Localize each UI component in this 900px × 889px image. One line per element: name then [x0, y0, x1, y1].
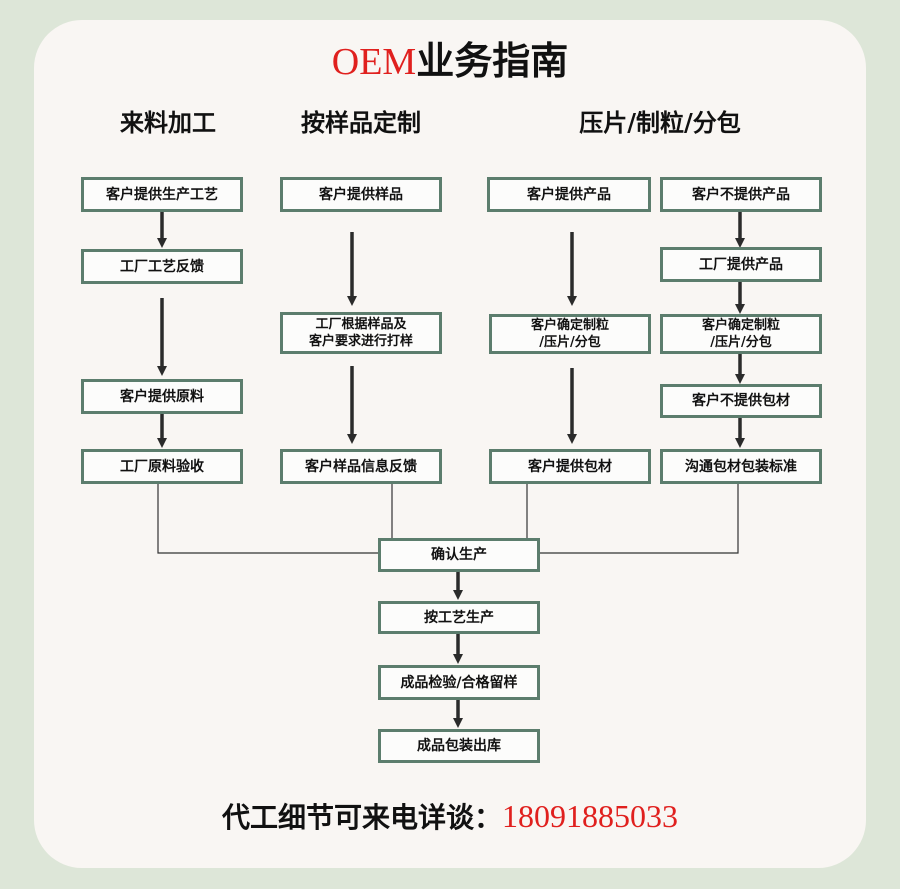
title-accent: OEM — [331, 41, 417, 83]
column-header-tablet-granule-pack: 压片/制粒/分包 — [579, 108, 741, 137]
page-title: OEM业务指南 — [0, 38, 900, 85]
box-factory-process-feedback: 工厂工艺反馈 — [81, 249, 243, 284]
box-customer-confirm-form: 客户确定制粒 /压片/分包 — [489, 314, 651, 354]
box-customer-provide-packaging: 客户提供包材 — [489, 449, 651, 484]
box-confirm-production: 确认生产 — [378, 538, 540, 572]
merge-line-col4 — [539, 484, 739, 554]
box-factory-material-check: 工厂原料验收 — [81, 449, 243, 484]
box-process-production: 按工艺生产 — [378, 601, 540, 634]
title-main: 业务指南 — [416, 38, 569, 83]
box-customer-provide-material: 客户提供原料 — [81, 379, 243, 414]
footer-contact: 代工细节可来电详谈：18091885033 — [0, 796, 900, 838]
box-customer-sample-feedback: 客户样品信息反馈 — [280, 449, 442, 484]
box-inspection-sampling: 成品检验/合格留样 — [378, 665, 540, 700]
box-customer-provide-sample: 客户提供样品 — [280, 177, 442, 212]
box-customer-confirm-form-2: 客户确定制粒 /压片/分包 — [660, 314, 822, 354]
footer-label: 代工细节可来电详谈： — [221, 801, 502, 834]
box-factory-provide-product: 工厂提供产品 — [660, 247, 822, 282]
box-factory-sample-making: 工厂根据样品及 客户要求进行打样 — [280, 312, 442, 354]
column-header-sample-custom: 按样品定制 — [301, 108, 421, 137]
footer-phone: 18091885033 — [502, 798, 678, 834]
column-header-material-processing: 来料加工 — [120, 108, 216, 137]
box-customer-provide-process: 客户提供生产工艺 — [81, 177, 243, 212]
box-customer-provide-product: 客户提供产品 — [487, 177, 651, 212]
box-packaging-standard: 沟通包材包装标准 — [660, 449, 822, 484]
box-customer-no-packaging: 客户不提供包材 — [660, 384, 822, 418]
box-packing-warehouse-out: 成品包装出库 — [378, 729, 540, 763]
merge-line-col1 — [157, 484, 379, 554]
box-customer-no-product: 客户不提供产品 — [660, 177, 822, 212]
background-card — [34, 20, 866, 868]
